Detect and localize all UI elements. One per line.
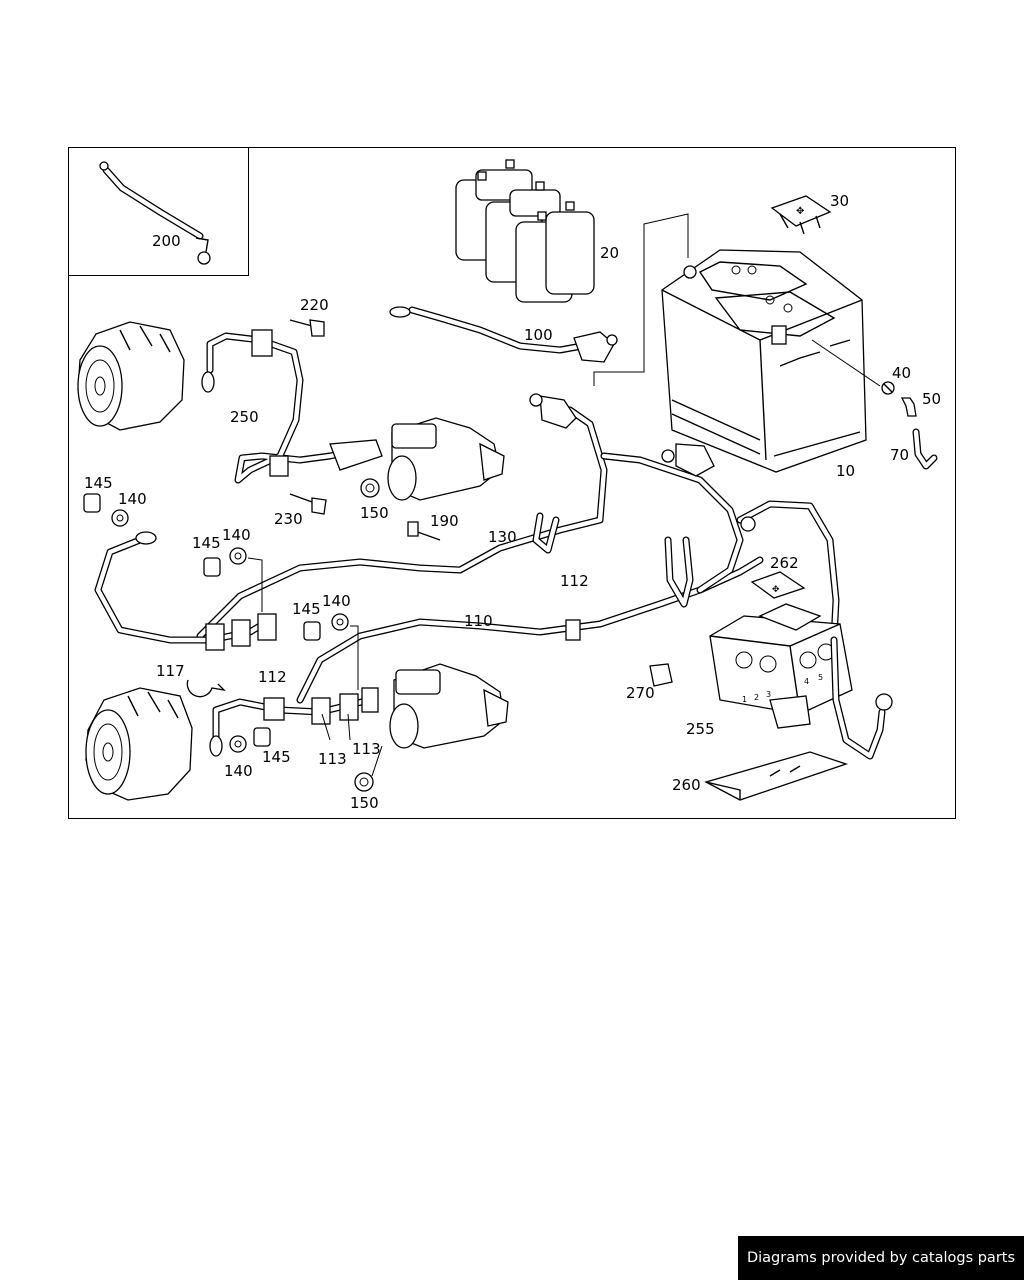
washer-140-c <box>331 613 349 631</box>
callout-140-b: 140 <box>222 526 251 544</box>
callout-110: 110 <box>464 612 493 630</box>
callout-70: 70 <box>890 446 909 464</box>
clamp-270 <box>649 663 673 687</box>
cable-250 <box>201 329 383 484</box>
callout-262: 262 <box>770 554 799 572</box>
callout-30: 30 <box>830 192 849 210</box>
battery-10 <box>661 249 867 473</box>
clamp-112-mid <box>565 619 581 641</box>
callout-150-upper: 150 <box>360 504 389 522</box>
bolt-220 <box>289 319 325 337</box>
plug-40 <box>881 381 895 395</box>
washer-140-b <box>229 547 247 565</box>
callout-190: 190 <box>430 512 459 530</box>
callout-140-a: 140 <box>118 490 147 508</box>
callout-10: 10 <box>836 462 855 480</box>
footer-credit: Diagrams provided by catalogs parts <box>738 1236 1024 1280</box>
nut-150-lower <box>354 772 374 792</box>
alternator-lower <box>85 687 193 801</box>
cap-145-a <box>83 493 101 513</box>
tray-260 <box>704 751 849 801</box>
callout-140-c: 140 <box>322 592 351 610</box>
callout-145-b: 145 <box>192 534 221 552</box>
callout-113-right: 113 <box>352 740 381 758</box>
alternator-upper <box>77 321 185 431</box>
leader-40 <box>811 339 881 387</box>
battery-cable-fuse-side <box>600 443 840 644</box>
callout-112-left: 112 <box>258 668 287 686</box>
callout-40: 40 <box>892 364 911 382</box>
battery-cable-100 <box>389 306 618 363</box>
bolt-230 <box>289 493 327 515</box>
cover-plate-262: ✥ <box>750 571 806 599</box>
fuse-terminal-1: 1 <box>742 695 747 704</box>
inset-panel <box>69 148 249 276</box>
cap-145-c <box>303 621 321 641</box>
callout-130: 130 <box>488 528 517 546</box>
callout-145-a: 145 <box>84 474 113 492</box>
callout-117: 117 <box>156 662 185 680</box>
callout-140-d: 140 <box>224 762 253 780</box>
fuse-terminal-5: 5 <box>818 673 823 682</box>
fuse-box-255: 1 2 3 4 5 6 <box>709 603 853 729</box>
svg-text:✥: ✥ <box>772 585 780 595</box>
callout-260: 260 <box>672 776 701 794</box>
leader-140-b <box>247 557 263 612</box>
ground-strap-200 <box>99 161 211 265</box>
terminal-cover-30: ✥ <box>770 195 832 235</box>
fuse-terminal-3: 3 <box>766 690 771 699</box>
callout-100: 100 <box>524 326 553 344</box>
nut-150-upper <box>360 478 380 498</box>
callout-255: 255 <box>686 720 715 738</box>
bolt-190 <box>407 521 441 541</box>
washer-140-d <box>229 735 247 753</box>
ground-cable-right <box>830 636 893 760</box>
callout-113-left: 113 <box>318 750 347 768</box>
hose-70 <box>912 428 938 470</box>
callout-220: 220 <box>300 296 329 314</box>
callout-270: 270 <box>626 684 655 702</box>
callout-145-d: 145 <box>262 748 291 766</box>
elbow-50 <box>900 397 917 417</box>
fluid-containers-20 <box>455 159 595 303</box>
callout-145-c: 145 <box>292 600 321 618</box>
starter-motor-lower <box>389 663 509 749</box>
cap-145-d <box>253 727 271 747</box>
leader-140-c <box>350 625 359 690</box>
battery-cable-130 <box>196 393 608 640</box>
cap-145-b <box>203 557 221 577</box>
leader-113 <box>321 713 351 741</box>
callout-200: 200 <box>152 232 181 250</box>
left-loop-cable <box>94 531 277 651</box>
callout-230: 230 <box>274 510 303 528</box>
callout-20: 20 <box>600 244 619 262</box>
lower-alternator-cable <box>209 687 379 757</box>
svg-text:✥: ✥ <box>796 206 804 217</box>
fuse-terminal-4: 4 <box>804 677 809 686</box>
starter-motor-upper <box>387 417 505 501</box>
washer-140-a <box>111 509 129 527</box>
fuse-terminal-2: 2 <box>754 693 759 702</box>
leader-20-battery <box>593 213 689 386</box>
callout-112-mid: 112 <box>560 572 589 590</box>
callout-50: 50 <box>922 390 941 408</box>
leader-150-lower <box>371 745 383 777</box>
clip-117 <box>186 679 226 698</box>
callout-250: 250 <box>230 408 259 426</box>
callout-150-lower: 150 <box>350 794 379 812</box>
